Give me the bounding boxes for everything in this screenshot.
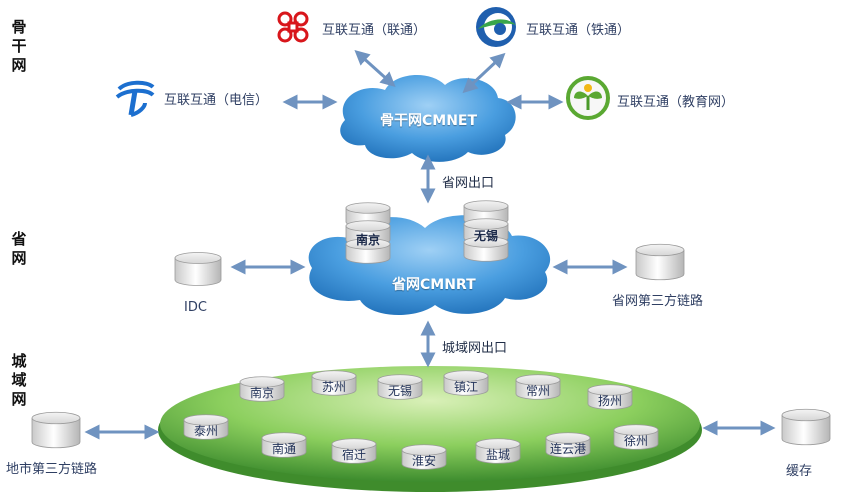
arrow-railcom	[462, 52, 506, 94]
metro-node-cylinder	[515, 374, 561, 400]
metro-node-label: 扬州	[597, 394, 622, 408]
provincial-node-cylinder	[345, 238, 391, 264]
storage-nodes	[31, 200, 831, 470]
peer-telecom-label: 互联互通（电信）	[164, 93, 269, 108]
peer-edu-label: 互联互通（教育网）	[617, 95, 735, 110]
arrow-unicom	[354, 49, 396, 88]
provincial-third-party-label: 省网第三方链路	[612, 294, 704, 309]
provincial-exit-label: 省网出口	[442, 176, 495, 191]
backbone-cloud	[340, 74, 516, 162]
metro-node-cylinder	[401, 444, 447, 470]
provincial-cloud-label: 省网CMNRT	[392, 277, 476, 293]
metro-node-cylinder	[261, 432, 307, 458]
peer-railcom-label: 互联互通（铁通）	[526, 23, 631, 38]
metro-node-label: 南京	[249, 386, 274, 400]
metro-node-cylinder	[475, 438, 521, 464]
railcom-logo-icon	[476, 7, 516, 47]
metro-node-label: 泰州	[193, 424, 218, 438]
section-backbone-char: 干	[11, 37, 27, 55]
metro-node-cylinder	[377, 374, 423, 400]
cache-cylinder	[781, 408, 831, 446]
metro-node-label: 宿迁	[341, 448, 366, 462]
metro-node-cylinder	[183, 414, 229, 440]
section-metro: 城 域 网	[10, 352, 28, 409]
section-backbone: 骨 干 网	[10, 18, 28, 75]
metro-node-cylinder	[331, 438, 377, 464]
metro-node-label: 盐城	[485, 448, 510, 462]
metro-node-cylinder	[239, 376, 285, 402]
idc-label: IDC	[184, 300, 207, 315]
section-provincial-char: 网	[11, 249, 27, 267]
section-metro-char: 网	[11, 390, 27, 408]
provincial-node-cylinder	[463, 236, 509, 262]
metro-node-label: 苏州	[321, 380, 346, 394]
section-backbone-char: 网	[11, 56, 27, 74]
provincial-node-label: 南京	[355, 233, 380, 247]
connection-arrows	[84, 49, 776, 440]
section-metro-char: 域	[11, 371, 27, 389]
local-third-party-cylinder	[31, 411, 81, 449]
metro-node-label: 徐州	[623, 434, 648, 448]
metro-node-cylinder	[613, 424, 659, 450]
metro-node-cylinder	[311, 370, 357, 396]
metro-node-label: 连云港	[549, 442, 586, 456]
provincial-node-label: 无锡	[473, 229, 498, 243]
provincial-third-party-cylinder	[635, 243, 685, 281]
metro-node-cylinder	[545, 432, 591, 458]
metro-node-label: 镇江	[453, 380, 478, 394]
edu-logo-icon	[566, 76, 610, 120]
section-provincial-char: 省	[11, 230, 27, 248]
section-provincial: 省 网	[10, 230, 28, 268]
section-metro-char: 城	[11, 352, 27, 370]
metro-node-cylinder	[443, 370, 489, 396]
metro-node-label: 淮安	[411, 454, 436, 468]
section-backbone-char: 骨	[11, 18, 27, 36]
backbone-cloud-label: 骨干网CMNET	[380, 113, 478, 129]
metro-node-label: 常州	[525, 384, 550, 398]
metro-exit-label: 城域网出口	[442, 341, 508, 356]
metro-node-label: 无锡	[387, 384, 412, 398]
telecom-logo-icon	[115, 80, 155, 117]
metro-node-cylinder	[587, 384, 633, 410]
provincial-cloud	[308, 215, 551, 316]
local-third-party-label: 地市第三方链路	[6, 462, 98, 477]
cache-label: 缓存	[786, 464, 813, 479]
metro-node-label: 南通	[271, 442, 296, 456]
idc-cylinder	[174, 252, 222, 286]
unicom-logo-icon	[277, 11, 309, 43]
peer-unicom-label: 互联互通（联通）	[322, 23, 427, 38]
